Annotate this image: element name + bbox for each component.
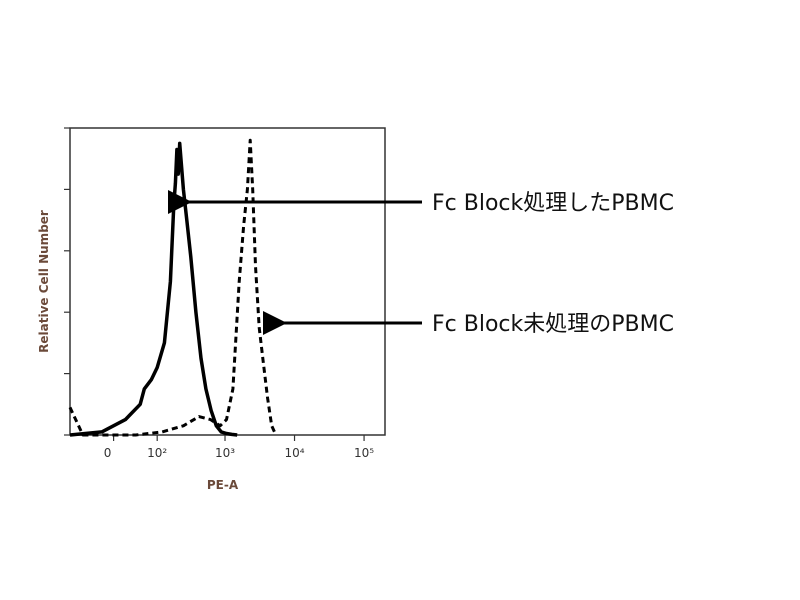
x-tick-label: 0: [104, 446, 112, 460]
annotation-label: Fc Block処理したPBMC: [432, 191, 674, 216]
x-tick-label: 10⁴: [284, 446, 304, 460]
x-tick-label: 10³: [215, 446, 235, 460]
x-axis-tick-labels: 0 10² 10³ 10⁴ 10⁵: [104, 446, 375, 460]
series-line-fc-block-untreated: [68, 138, 278, 437]
x-axis-ticks: [112, 435, 365, 441]
y-axis-ticks: [64, 127, 70, 436]
annotation-label: Fc Block未処理のPBMC: [432, 312, 674, 337]
x-tick-label: 10⁵: [354, 446, 374, 460]
plot-frame: [69, 127, 386, 436]
x-axis-label: PE-A: [207, 478, 239, 492]
x-tick-label: 10²: [147, 446, 167, 460]
series-line-fc-block-treated: [69, 141, 238, 437]
y-axis-label: Relative Cell Number: [37, 210, 51, 353]
annotations: Fc Block処理したPBMC Fc Block未処理のPBMC: [168, 190, 674, 337]
